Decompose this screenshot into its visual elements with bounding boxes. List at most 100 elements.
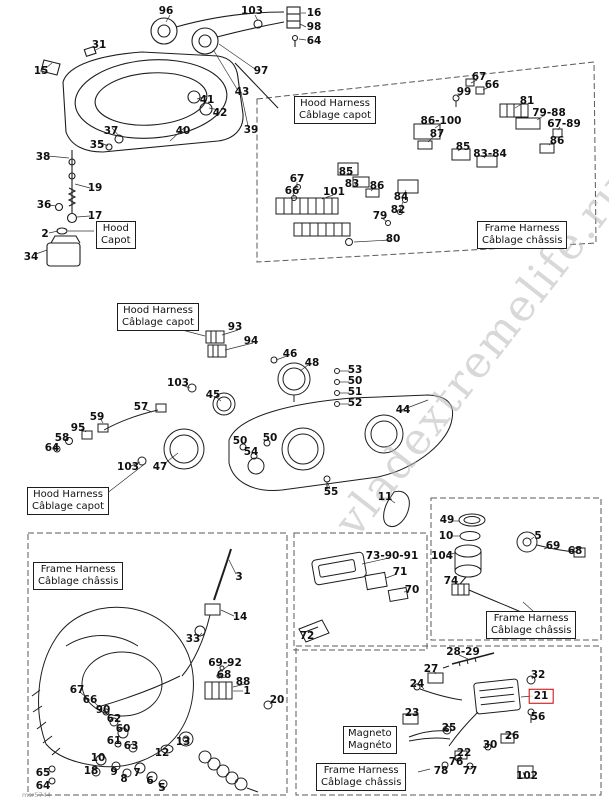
part-label-34: 34 bbox=[23, 250, 39, 263]
part-label-33: 33 bbox=[185, 632, 201, 645]
part-label-67: 67 bbox=[471, 70, 487, 83]
part-label-3: 3 bbox=[235, 570, 243, 583]
part-label-76: 76 bbox=[448, 755, 464, 768]
part-label-63: 63 bbox=[123, 739, 139, 752]
part-label-39: 39 bbox=[243, 123, 259, 136]
part-label-19: 19 bbox=[87, 181, 103, 194]
part-label-50: 50 bbox=[232, 434, 248, 447]
part-label-79-88: 79-88 bbox=[532, 106, 566, 119]
part-label-43: 43 bbox=[234, 85, 250, 98]
frame-harness-left-box-outline bbox=[27, 532, 288, 796]
part-label-83: 83 bbox=[344, 177, 360, 190]
part-label-48: 48 bbox=[304, 356, 320, 369]
part-label-2: 2 bbox=[41, 227, 49, 240]
hood-harness-connectors-art bbox=[275, 78, 563, 246]
part-label-26: 26 bbox=[504, 729, 520, 742]
part-label-52: 52 bbox=[347, 396, 363, 409]
part-label-35: 35 bbox=[89, 138, 105, 151]
part-label-42: 42 bbox=[212, 106, 228, 119]
part-label-38: 38 bbox=[35, 150, 51, 163]
part-label-98: 98 bbox=[306, 20, 322, 33]
part-label-31: 31 bbox=[91, 38, 107, 51]
part-label-59: 59 bbox=[89, 410, 105, 423]
part-label-86: 86 bbox=[369, 179, 385, 192]
part-label-18: 18 bbox=[83, 764, 99, 777]
part-label-85: 85 bbox=[338, 165, 354, 178]
part-label-73-90-91: 73-90-91 bbox=[365, 549, 419, 562]
part-label-14: 14 bbox=[232, 610, 248, 623]
part-label-24: 24 bbox=[409, 677, 425, 690]
part-label-101: 101 bbox=[323, 185, 345, 198]
part-label-55: 55 bbox=[323, 485, 339, 498]
part-label-62: 62 bbox=[106, 712, 122, 725]
part-label-49: 49 bbox=[439, 513, 455, 526]
hood-harness-box-outline bbox=[256, 61, 597, 263]
part-label-102: 102 bbox=[516, 769, 538, 782]
part-label-7: 7 bbox=[133, 766, 141, 779]
part-label-67: 67 bbox=[69, 683, 85, 696]
part-label-71: 71 bbox=[392, 565, 408, 578]
part-label-17: 17 bbox=[87, 209, 103, 222]
part-label-28-29: 28-29 bbox=[446, 645, 480, 658]
ignition-box-outline bbox=[430, 497, 602, 641]
part-label-30: 30 bbox=[482, 738, 498, 751]
part-label-5: 5 bbox=[534, 529, 542, 542]
ignition-switch-art bbox=[451, 513, 586, 613]
part-label-13: 13 bbox=[175, 735, 191, 748]
part-label-93: 93 bbox=[227, 320, 243, 333]
part-label-9: 9 bbox=[110, 765, 118, 778]
part-label-64: 64 bbox=[44, 441, 60, 454]
part-label-8: 8 bbox=[120, 772, 128, 785]
part-label-67: 67 bbox=[289, 172, 305, 185]
frame-footwell-art bbox=[31, 548, 273, 793]
headlight-assembly-art bbox=[40, 6, 301, 267]
part-label-97: 97 bbox=[253, 64, 269, 77]
part-label-6: 6 bbox=[146, 774, 154, 787]
harness-section-boxes bbox=[27, 61, 602, 796]
part-label-96: 96 bbox=[158, 4, 174, 17]
part-label-23: 23 bbox=[404, 706, 420, 719]
part-label-87: 87 bbox=[429, 127, 445, 140]
part-label-69-92: 69-92 bbox=[208, 656, 242, 669]
part-label-103: 103 bbox=[117, 460, 139, 473]
voltage-regulator-art bbox=[402, 652, 536, 779]
part-label-90: 90 bbox=[95, 703, 111, 716]
part-label-61: 61 bbox=[106, 734, 122, 747]
part-label-103: 103 bbox=[167, 376, 189, 389]
part-label-83-84: 83-84 bbox=[473, 147, 507, 160]
part-label-1: 1 bbox=[243, 684, 251, 697]
part-label-99: 99 bbox=[456, 85, 472, 98]
part-label-11: 11 bbox=[377, 490, 393, 503]
doc-code: msr5744 bbox=[22, 791, 51, 799]
part-label-44: 44 bbox=[395, 403, 411, 416]
gauge-cluster-art bbox=[53, 330, 454, 528]
part-label-57: 57 bbox=[133, 400, 149, 413]
part-label-40: 40 bbox=[175, 124, 191, 137]
part-label-15: 15 bbox=[33, 64, 49, 77]
part-label-46: 46 bbox=[282, 347, 298, 360]
part-label-53: 53 bbox=[347, 363, 363, 376]
relay-fuse-art bbox=[298, 551, 409, 643]
part-label-37: 37 bbox=[103, 124, 119, 137]
part-label-67-89: 67-89 bbox=[547, 117, 581, 130]
part-label-21[interactable]: 21 bbox=[528, 688, 554, 704]
part-label-27: 27 bbox=[423, 662, 439, 675]
part-label-5: 5 bbox=[158, 781, 166, 794]
part-label-80: 80 bbox=[385, 232, 401, 245]
part-label-36: 36 bbox=[36, 198, 52, 211]
regulator-box-outline bbox=[295, 645, 602, 796]
part-label-66: 66 bbox=[484, 78, 500, 91]
part-label-81: 81 bbox=[519, 94, 535, 107]
part-label-64: 64 bbox=[306, 34, 322, 47]
part-label-95: 95 bbox=[70, 421, 86, 434]
part-label-50: 50 bbox=[262, 431, 278, 444]
part-label-84: 84 bbox=[393, 190, 409, 203]
